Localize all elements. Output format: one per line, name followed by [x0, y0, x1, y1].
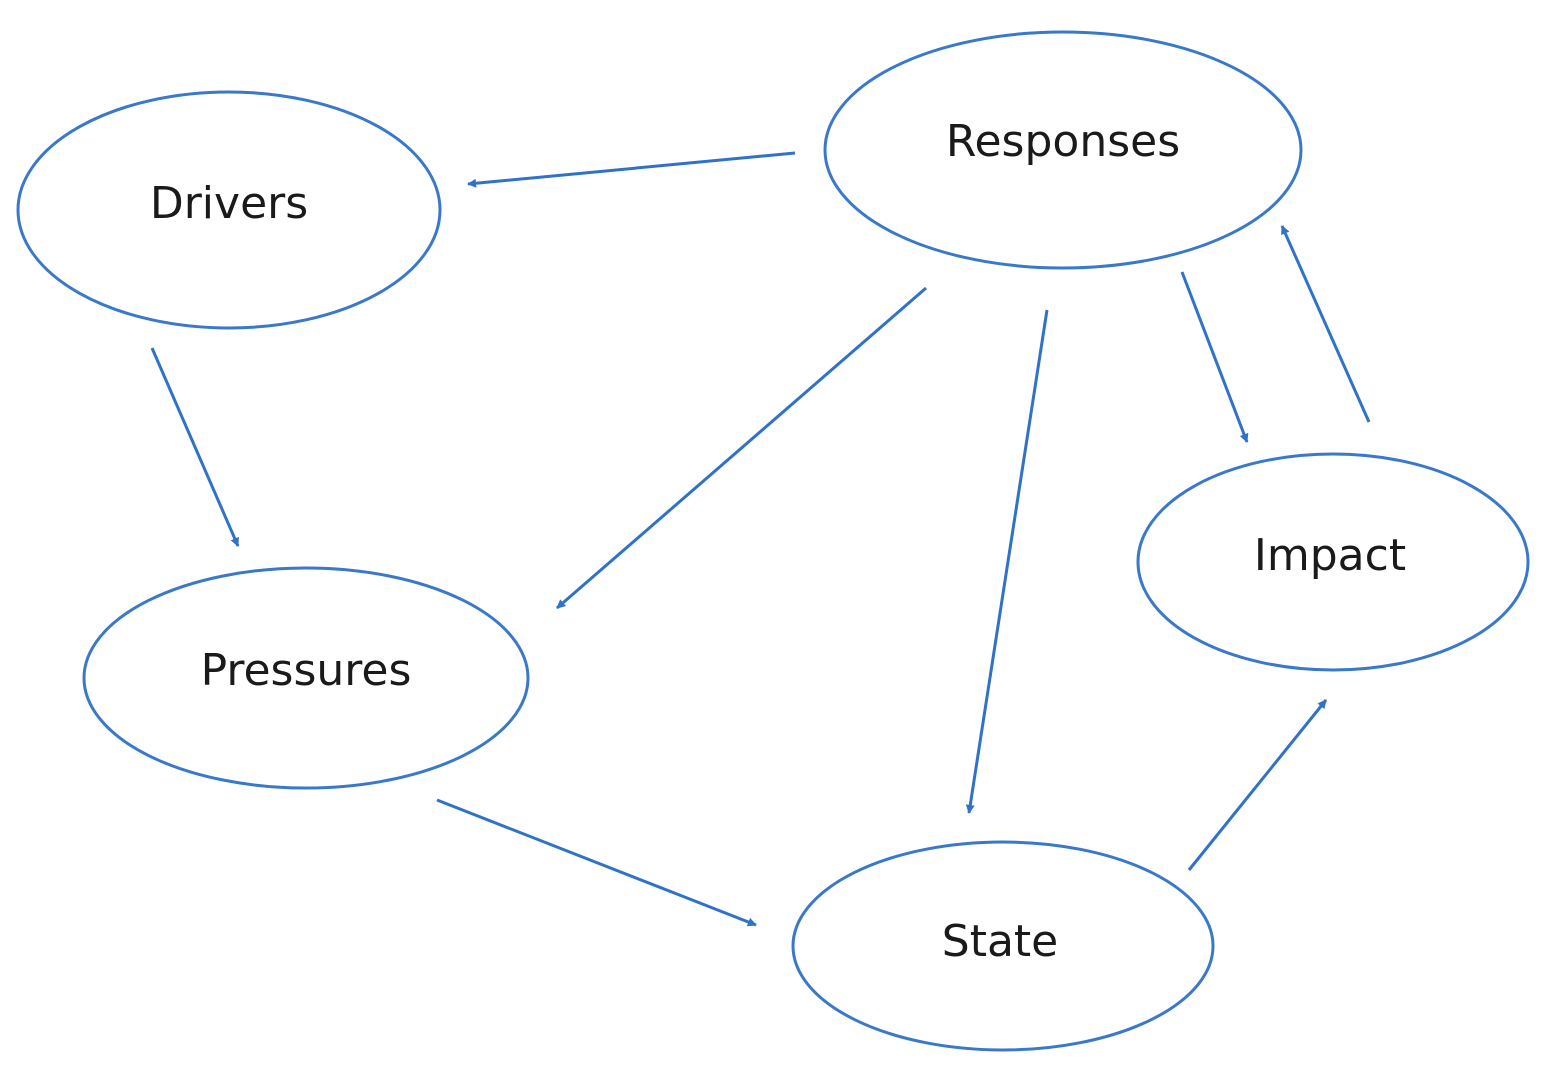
node-pressures-shape [82, 566, 530, 790]
node-impact: Impact [1136, 452, 1530, 672]
edge-pressures-to-state [436, 798, 757, 927]
edge-impact-to-responses [1280, 225, 1371, 423]
edge-responses-to-impact [1180, 271, 1249, 443]
node-drivers-label: Drivers [150, 178, 308, 229]
node-responses-label: Responses [946, 116, 1180, 167]
edge-responses-to-pressures [556, 286, 927, 610]
node-responses-shape [823, 30, 1303, 270]
edge-drivers-to-pressures [150, 347, 240, 547]
edges-group [150, 151, 1371, 927]
node-state: State [791, 840, 1215, 1052]
node-impact-label: Impact [1254, 530, 1406, 581]
edge-responses-to-state [965, 309, 1049, 814]
node-drivers: Drivers [16, 90, 442, 330]
node-pressures: Pressures [82, 566, 530, 790]
edge-state-to-impact [1187, 699, 1328, 871]
node-responses: Responses [823, 30, 1303, 270]
node-state-label: State [942, 916, 1058, 967]
node-pressures-label: Pressures [201, 645, 412, 696]
node-state-shape [791, 840, 1215, 1052]
edge-responses-to-drivers [467, 151, 796, 188]
node-drivers-shape [16, 90, 442, 330]
node-impact-shape [1136, 452, 1530, 672]
